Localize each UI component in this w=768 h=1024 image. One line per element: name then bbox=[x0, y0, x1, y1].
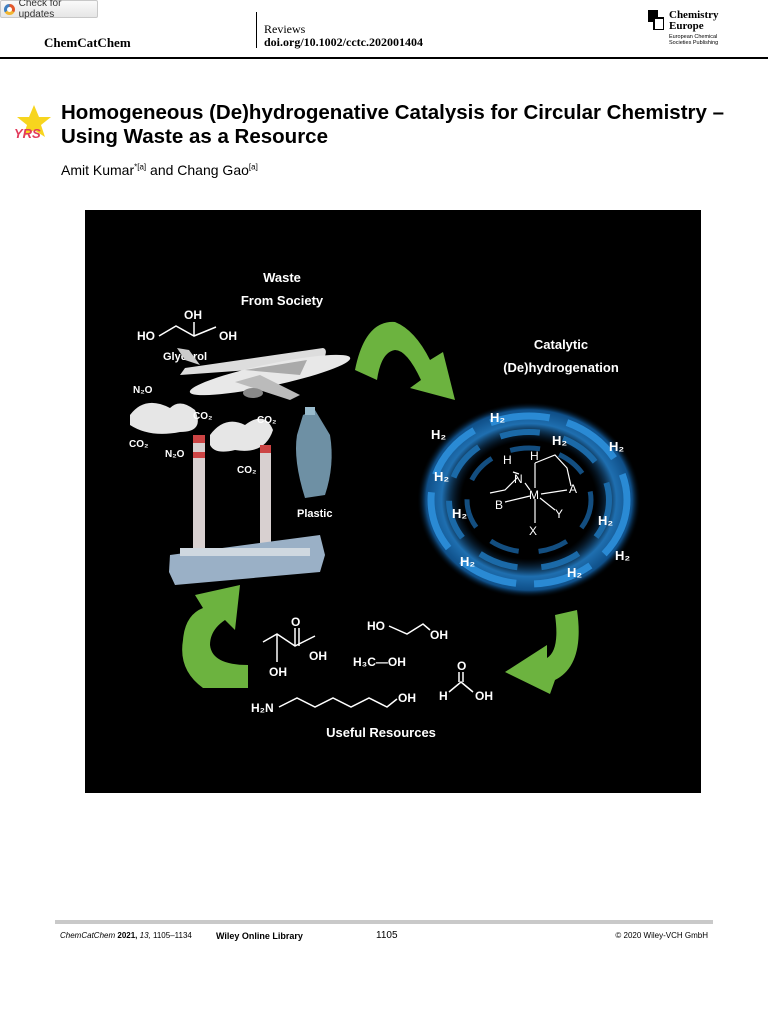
svg-text:O: O bbox=[291, 615, 300, 629]
svg-text:B: B bbox=[495, 498, 503, 512]
svg-text:H₂: H₂ bbox=[567, 565, 582, 580]
arrow-waste-to-catalysis-icon bbox=[355, 321, 455, 400]
resources-title: Useful Resources bbox=[326, 725, 436, 740]
svg-text:H₂: H₂ bbox=[615, 548, 630, 563]
svg-text:H₂: H₂ bbox=[460, 554, 475, 569]
crossmark-icon bbox=[4, 3, 15, 15]
yrs-badge-text: YRS bbox=[14, 126, 41, 141]
svg-text:HO: HO bbox=[137, 329, 155, 343]
svg-text:H₂N: H₂N bbox=[251, 701, 274, 715]
airplane-icon bbox=[177, 348, 351, 400]
article-type: Reviews bbox=[264, 22, 306, 36]
svg-text:H₂: H₂ bbox=[490, 410, 505, 425]
methanol-structure: H₃C—OH bbox=[353, 655, 406, 669]
svg-text:X: X bbox=[529, 524, 537, 538]
catalysis-title-line2: (De)hydrogenation bbox=[503, 360, 619, 375]
svg-text:OH: OH bbox=[309, 649, 327, 663]
aminohexanol-structure: H₂N OH bbox=[251, 691, 416, 715]
author-list: Amit Kumar*[a] and Chang Gao[a] bbox=[61, 162, 258, 178]
formic-acid-structure: O H OH bbox=[439, 659, 493, 703]
check-for-updates-button[interactable]: Check for updates bbox=[0, 0, 98, 20]
pincer-complex-structure bbox=[489, 454, 572, 523]
footer-rule bbox=[55, 920, 713, 924]
author-affiliation: [a] bbox=[248, 162, 258, 172]
svg-text:OH: OH bbox=[475, 689, 493, 703]
doi-link[interactable]: doi.org/10.1002/cctc.202001404 bbox=[264, 35, 423, 49]
journal-name: ChemCatChem bbox=[44, 35, 131, 50]
svg-text:CO₂: CO₂ bbox=[257, 415, 276, 426]
svg-text:H₂: H₂ bbox=[609, 439, 624, 454]
complex-atom-labels: H H N M A B X Y bbox=[495, 449, 577, 538]
waste-title-line1: Waste bbox=[263, 270, 301, 285]
copyright-notice: © 2020 Wiley-VCH GmbH bbox=[615, 931, 708, 940]
check-for-updates-label: Check for updates bbox=[18, 0, 62, 20]
svg-text:H₂: H₂ bbox=[431, 427, 446, 442]
author-name: Chang Gao bbox=[177, 162, 249, 178]
svg-text:N₂O: N₂O bbox=[133, 385, 153, 396]
plastic-label: Plastic bbox=[297, 508, 332, 520]
svg-text:CO₂: CO₂ bbox=[237, 465, 256, 476]
catalysis-title-line1: Catalytic bbox=[534, 337, 588, 352]
svg-text:H: H bbox=[503, 453, 512, 467]
svg-text:OH: OH bbox=[430, 628, 448, 642]
h2-labels: H₂ H₂ H₂ H₂ H₂ H₂ H₂ H₂ H₂ H₂ bbox=[431, 410, 630, 580]
yrs-star-badge-icon: YRS bbox=[14, 105, 51, 141]
svg-text:M: M bbox=[529, 488, 539, 502]
svg-text:H: H bbox=[439, 689, 448, 703]
svg-text:A: A bbox=[569, 482, 577, 496]
svg-text:H: H bbox=[530, 449, 539, 463]
lactic-acid-structure: O OH OH bbox=[262, 615, 327, 679]
svg-text:CO₂: CO₂ bbox=[129, 439, 148, 450]
publisher-subtitle: European Chemical Societies Publishing bbox=[669, 34, 719, 46]
cycle-arrows bbox=[182, 321, 579, 694]
footer-citation: ChemCatChem 2021, 13, 1105–1134 bbox=[60, 931, 192, 940]
svg-text:H₂: H₂ bbox=[452, 506, 467, 521]
gas-labels: N₂O CO₂ CO₂ CO₂ N₂O CO₂ bbox=[129, 385, 276, 476]
svg-text:OH: OH bbox=[184, 308, 202, 322]
svg-text:H₂: H₂ bbox=[598, 513, 613, 528]
waste-title-line2: From Society bbox=[241, 293, 324, 308]
svg-text:CO₂: CO₂ bbox=[193, 411, 212, 422]
svg-text:HO: HO bbox=[367, 619, 385, 633]
chemistry-europe-logo-icon bbox=[648, 10, 664, 30]
page-number: 1105 bbox=[376, 930, 398, 941]
toc-graphic: Waste From Society OH HO OH Glycerol N₂O… bbox=[85, 210, 701, 793]
author-separator: and bbox=[150, 162, 174, 178]
ethylene-glycol-structure: HO OH bbox=[367, 619, 448, 642]
plastic-bottle-icon bbox=[296, 407, 332, 498]
catalyst-swirl bbox=[417, 402, 641, 598]
wiley-online-library-link[interactable]: Wiley Online Library bbox=[216, 931, 303, 941]
svg-text:OH: OH bbox=[398, 691, 416, 705]
svg-text:H₂: H₂ bbox=[552, 433, 567, 448]
arrow-catalysis-to-resources-icon bbox=[505, 610, 579, 694]
svg-text:O: O bbox=[457, 659, 466, 673]
svg-text:H₂: H₂ bbox=[434, 469, 449, 484]
article-title: Homogeneous (De)hydrogenative Catalysis … bbox=[61, 101, 725, 148]
header-rule bbox=[0, 57, 768, 59]
svg-text:Y: Y bbox=[555, 507, 563, 521]
factory-icon bbox=[130, 402, 325, 585]
svg-text:OH: OH bbox=[219, 329, 237, 343]
arrow-resources-to-waste-icon bbox=[182, 585, 248, 688]
header-divider bbox=[256, 12, 257, 48]
author-name: Amit Kumar bbox=[61, 162, 135, 178]
svg-text:N₂O: N₂O bbox=[165, 449, 185, 460]
svg-text:OH: OH bbox=[269, 665, 287, 679]
author-affiliation: *[a] bbox=[134, 162, 147, 172]
svg-text:N: N bbox=[514, 472, 523, 486]
publisher-name: Chemistry Europe bbox=[669, 9, 719, 32]
